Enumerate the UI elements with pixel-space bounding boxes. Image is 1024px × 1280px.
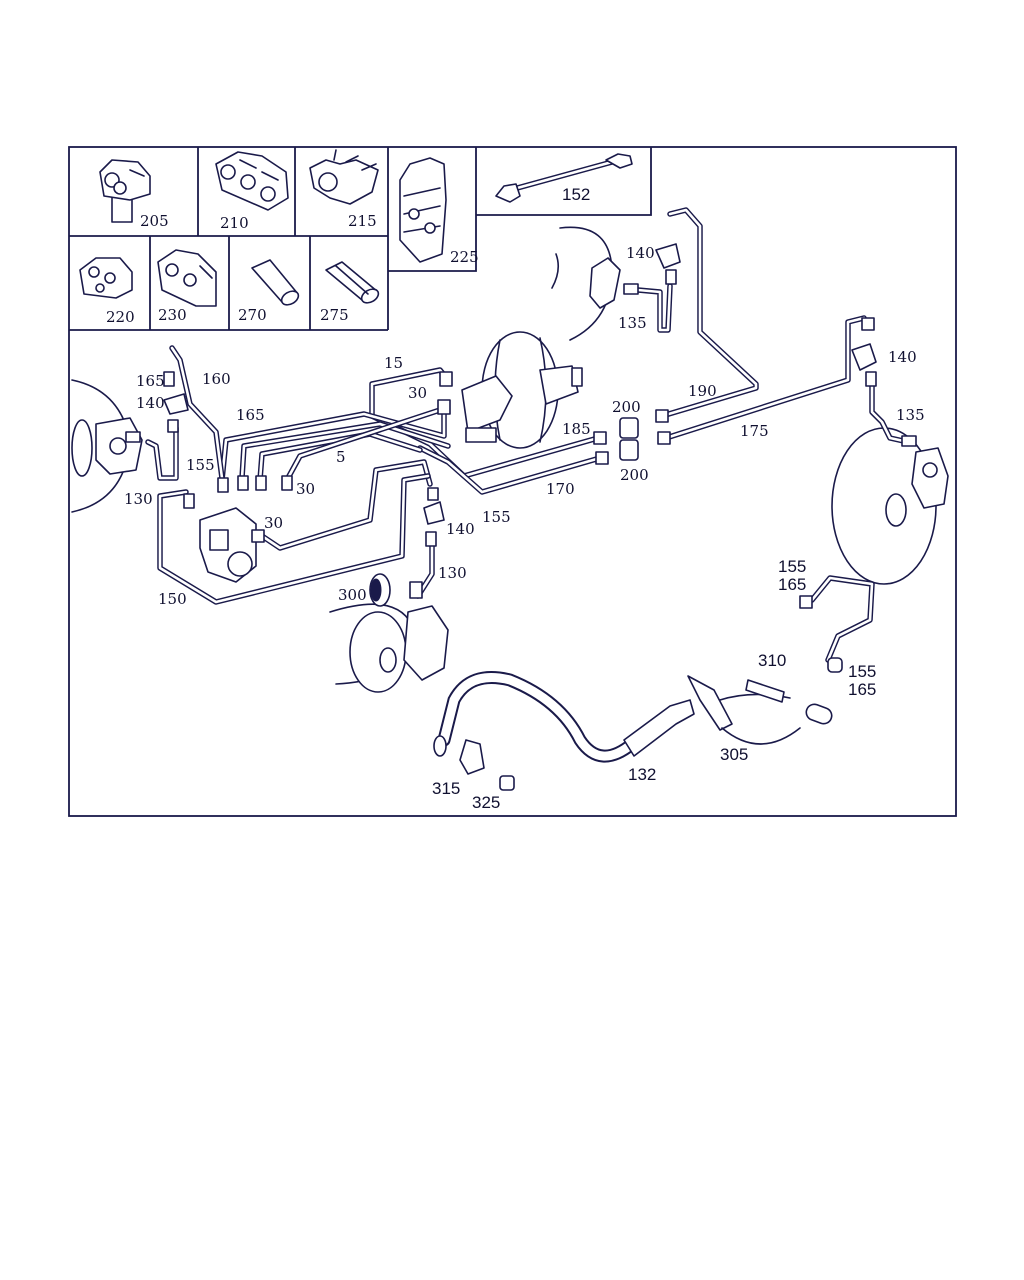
label-315: 315 <box>432 779 460 798</box>
clip-225-drawing <box>399 157 447 263</box>
label-30-c: 30 <box>264 514 283 532</box>
sleeve-275-drawing <box>325 261 380 304</box>
label-30-b: 30 <box>296 480 315 498</box>
clip-230-drawing <box>157 249 217 307</box>
label-150: 150 <box>158 590 187 608</box>
clip-210-drawing <box>215 151 289 211</box>
label-190: 190 <box>688 382 717 400</box>
label-140-mid: 140 <box>446 520 475 538</box>
label-210: 210 <box>220 214 249 232</box>
distribution-block-drawing <box>199 507 257 583</box>
brake-booster-drawing <box>461 226 621 449</box>
label-170: 170 <box>546 480 575 498</box>
label-165-d: 165 <box>848 680 876 699</box>
label-130-b: 130 <box>438 564 467 582</box>
label-130-a: 130 <box>124 490 153 508</box>
label-175: 175 <box>740 422 769 440</box>
clip-220-drawing <box>79 257 133 299</box>
label-30-a: 30 <box>408 384 427 402</box>
label-135-right: 135 <box>896 406 925 424</box>
sleeve-270-drawing <box>251 259 300 306</box>
label-152: 152 <box>562 185 590 204</box>
label-270: 270 <box>238 306 267 324</box>
label-325: 325 <box>472 793 500 812</box>
label-230: 230 <box>158 306 187 324</box>
inset-parts-grid <box>69 147 652 331</box>
label-300: 300 <box>338 586 367 604</box>
label-305: 305 <box>720 745 748 764</box>
label-225: 225 <box>450 248 479 266</box>
clip-205-drawing <box>99 159 151 223</box>
rear-hose-assembly-drawing <box>433 671 833 775</box>
label-165-b: 165 <box>236 406 265 424</box>
brackets-140 <box>163 243 877 525</box>
label-132: 132 <box>628 765 656 784</box>
label-165-c: 165 <box>778 575 806 594</box>
label-160: 160 <box>202 370 231 388</box>
label-140-left: 140 <box>136 394 165 412</box>
label-185: 185 <box>562 420 591 438</box>
label-135-top: 135 <box>618 314 647 332</box>
part-labels: 205 210 215 225 152 220 230 270 275 140 … <box>106 185 925 812</box>
label-310: 310 <box>758 651 786 670</box>
label-155-c: 155 <box>778 557 806 576</box>
brake-lines <box>145 207 911 663</box>
label-275: 275 <box>320 306 349 324</box>
center-brake-disc-drawing <box>329 573 449 693</box>
label-155-d: 155 <box>848 662 876 681</box>
label-200-a: 200 <box>612 398 641 416</box>
label-200-b: 200 <box>620 466 649 484</box>
line-152-drawing <box>495 153 633 203</box>
label-215: 215 <box>348 212 377 230</box>
label-155-a: 155 <box>186 456 215 474</box>
line-fittings <box>125 269 917 791</box>
label-140-right: 140 <box>888 348 917 366</box>
label-15: 15 <box>384 354 403 372</box>
label-205: 205 <box>140 212 169 230</box>
label-220: 220 <box>106 308 135 326</box>
label-155-b: 155 <box>482 508 511 526</box>
clip-215-drawing <box>309 149 379 205</box>
label-165-a: 165 <box>136 372 165 390</box>
label-140-top: 140 <box>626 244 655 262</box>
right-brake-disc-drawing <box>831 427 949 585</box>
label-5: 5 <box>336 448 346 466</box>
diagram-frame <box>68 146 957 817</box>
